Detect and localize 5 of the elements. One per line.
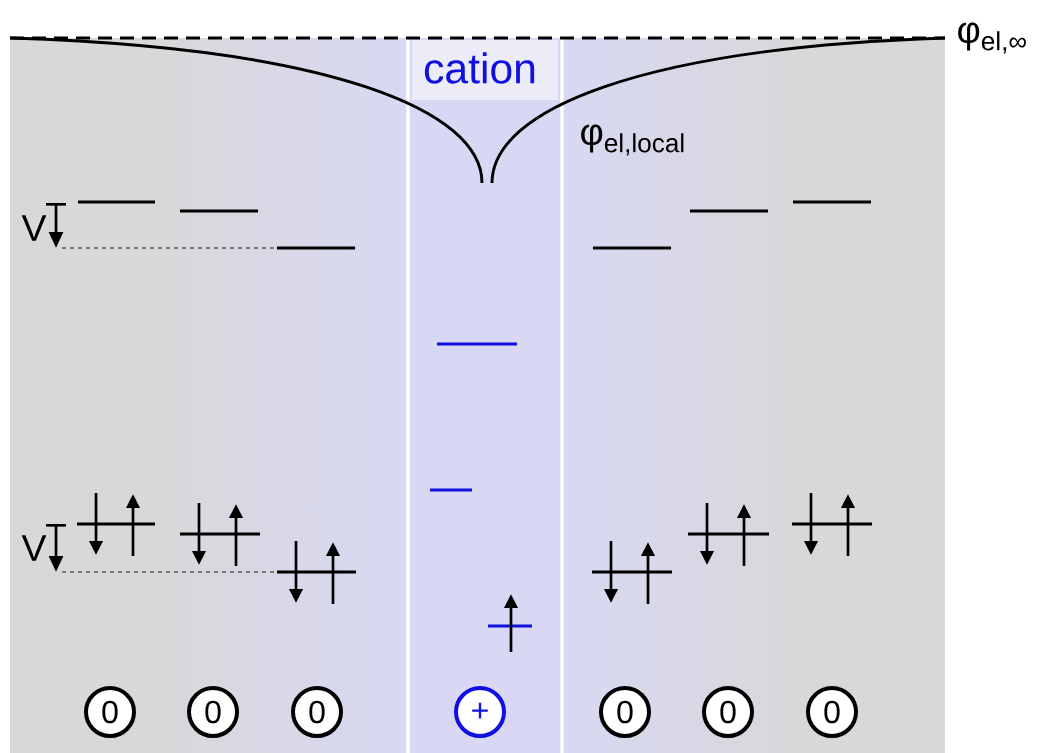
shift-label: V [21,535,47,561]
shift-label: V [21,215,47,241]
potential-label: φ$_{el,local}$ [581,124,684,156]
potential-label: φ$_{el,∞}$ [958,22,1026,54]
region-label: cation [424,52,535,84]
